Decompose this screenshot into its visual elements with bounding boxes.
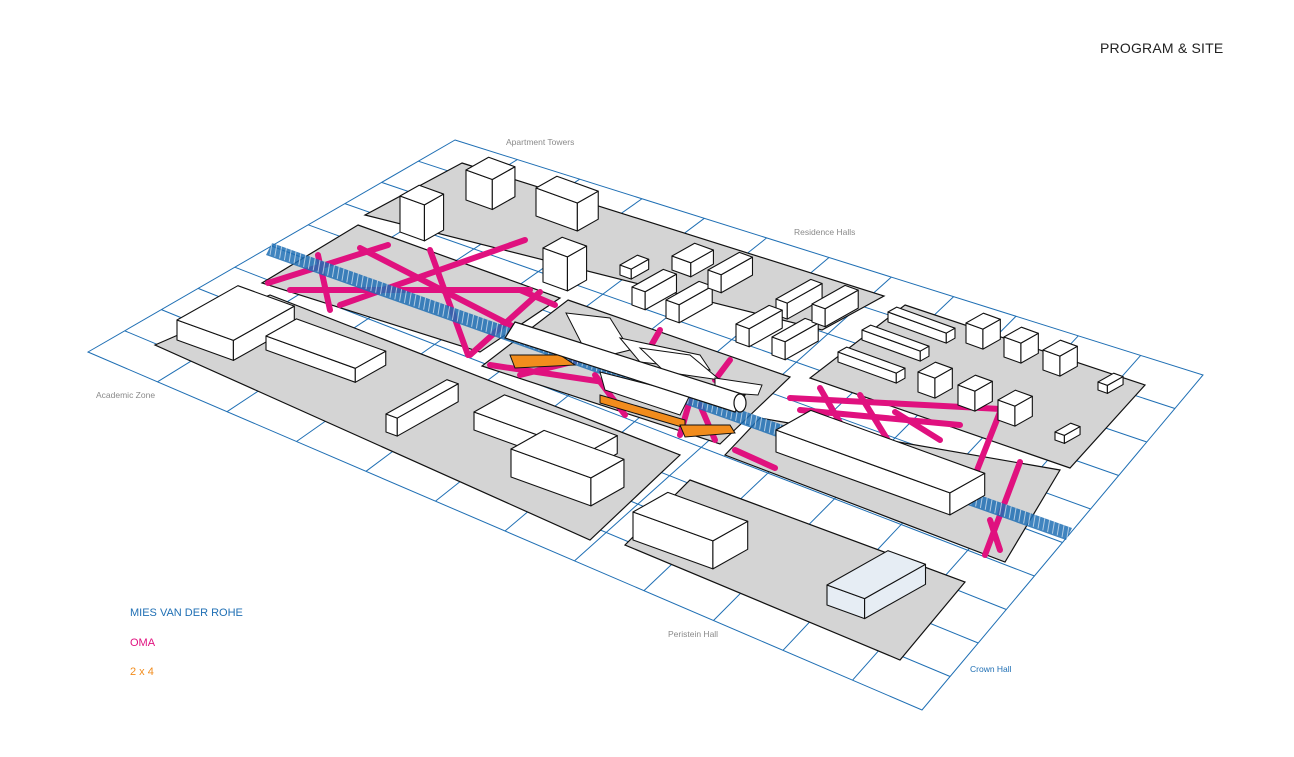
residence-hall-2 (631, 268, 678, 311)
academic-building-2 (265, 318, 387, 383)
academic-building-5 (510, 429, 625, 507)
label-residence-halls: Residence Halls (794, 227, 856, 237)
label-peristein-hall: Peristein Hall (668, 629, 719, 639)
legend-oma: OMA (130, 637, 156, 649)
two-by-four-elements (509, 354, 736, 438)
apartment-tower-2 (465, 156, 516, 211)
academic-building-3 (385, 379, 459, 437)
apartment-tower-3 (535, 175, 599, 232)
east-hall-11 (1054, 422, 1081, 444)
buildings (176, 156, 1124, 620)
label-apartment-towers: Apartment Towers (506, 137, 575, 147)
label-academic-zone: Academic Zone (96, 390, 156, 400)
apartment-tower-4 (542, 236, 588, 292)
east-hall-9 (997, 389, 1033, 427)
label-crown-hall: Crown Hall (970, 664, 1012, 674)
east-hall-1 (887, 306, 956, 344)
residence-hall-3 (671, 242, 714, 278)
east-hall-5 (1003, 326, 1039, 364)
legend-mies: MIES VAN DER ROHE (130, 607, 243, 619)
page-title: PROGRAM & SITE (1100, 40, 1224, 56)
campus-long-building (775, 409, 986, 516)
residence-hall-1 (619, 254, 650, 280)
residence-hall-5 (707, 251, 754, 294)
east-hall-10 (1097, 372, 1124, 394)
crown-hall-building (826, 550, 927, 620)
legend-two-by-four: 2 x 4 (130, 666, 154, 678)
east-hall-2 (861, 324, 930, 362)
residence-hall-9 (811, 284, 859, 328)
residence-hall-8 (771, 317, 819, 361)
east-hall-7 (917, 361, 953, 399)
peristein-hall-building (632, 491, 749, 570)
elevated-tube (504, 321, 747, 413)
east-hall-4 (965, 312, 1001, 350)
apartment-tower-1 (399, 184, 445, 242)
east-hall-6 (1042, 339, 1078, 377)
east-hall-8 (957, 374, 993, 412)
residence-hall-7 (735, 304, 783, 348)
east-hall-3 (837, 346, 906, 384)
residence-hall-6 (775, 278, 823, 320)
